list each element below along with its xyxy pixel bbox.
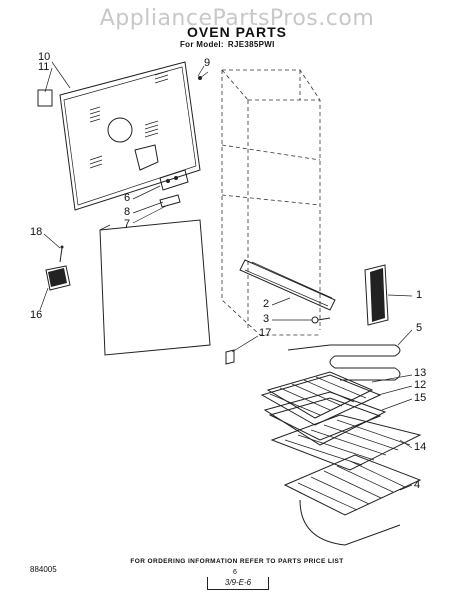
lower-panel bbox=[99, 219, 211, 356]
callout-3: 3 bbox=[263, 313, 270, 325]
callout-2: 2 bbox=[263, 298, 270, 310]
callout-11: 11 bbox=[38, 61, 50, 73]
callout-10: 10 bbox=[38, 51, 51, 63]
oven-cabinet-frame bbox=[221, 69, 321, 336]
model-number: RJE385PWI bbox=[227, 40, 275, 49]
callout-16: 16 bbox=[30, 309, 43, 321]
leader-lines bbox=[39, 61, 413, 491]
callout-7: 7 bbox=[124, 218, 131, 230]
model-line: For Model:RJE385PWI bbox=[180, 40, 279, 49]
bake-element bbox=[287, 344, 401, 381]
broiler-pan bbox=[260, 371, 387, 446]
callout-17: 17 bbox=[259, 327, 272, 339]
date-code: 3/9-E-6 bbox=[207, 577, 269, 590]
callout-14: 14 bbox=[414, 441, 427, 453]
callout-6: 6 bbox=[124, 192, 131, 204]
page-title: OVEN PARTS bbox=[187, 24, 287, 40]
rear-panel bbox=[37, 61, 201, 211]
callout-8: 8 bbox=[124, 206, 131, 218]
terminal-block bbox=[159, 169, 189, 208]
oven-racks bbox=[270, 414, 422, 546]
watermark: AppliancePartsPros.com bbox=[99, 6, 375, 31]
callout-12: 12 bbox=[414, 379, 427, 391]
receptacle bbox=[364, 264, 389, 326]
callout-15: 15 bbox=[414, 392, 427, 404]
callout-18: 18 bbox=[30, 226, 43, 238]
page-number: 6 bbox=[233, 569, 237, 576]
callout-9: 9 bbox=[204, 57, 211, 69]
page-code: 884005 bbox=[30, 565, 57, 574]
ordering-note: FOR ORDERING INFORMATION REFER TO PARTS … bbox=[130, 558, 344, 565]
callout-13: 13 bbox=[414, 367, 427, 379]
model-prefix: For Model: bbox=[180, 40, 224, 49]
callout-4: 4 bbox=[414, 479, 421, 491]
callout-5: 5 bbox=[416, 322, 423, 334]
callout-1: 1 bbox=[416, 289, 423, 301]
fuse-holder bbox=[45, 245, 71, 291]
element-bracket bbox=[239, 259, 336, 311]
